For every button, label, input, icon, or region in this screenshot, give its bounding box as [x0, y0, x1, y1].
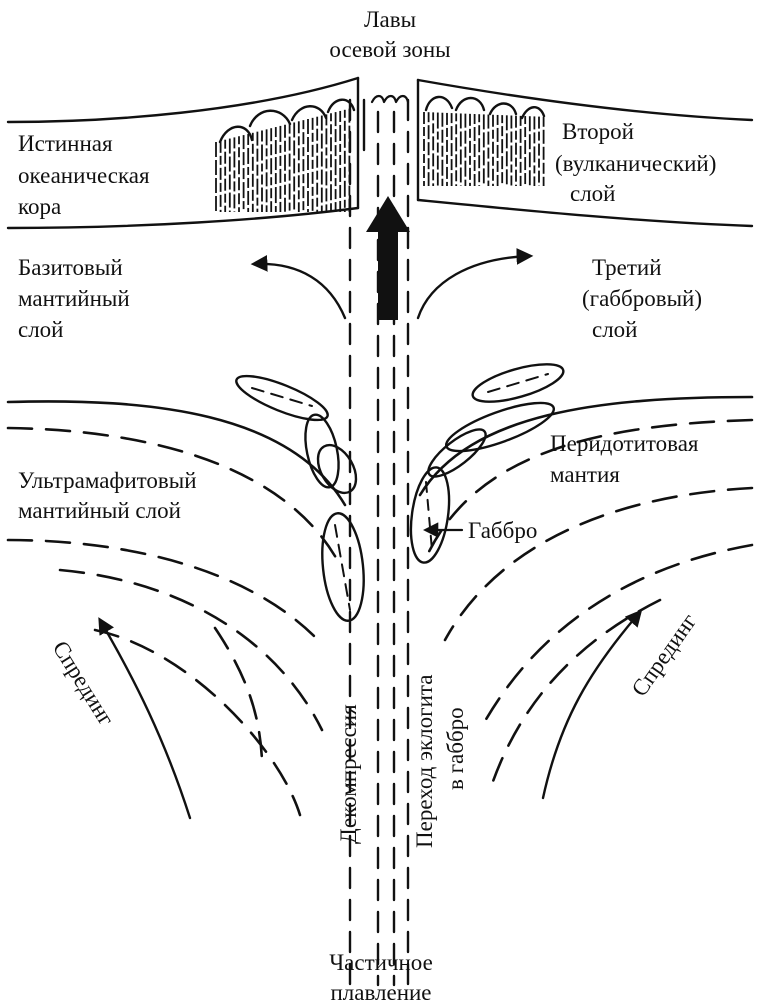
label-true-oceanic-crust: Истинная океаническая кора [18, 131, 150, 219]
svg-text:Переход эклогита: Переход эклогита [412, 675, 437, 848]
svg-text:плавление: плавление [330, 980, 431, 1005]
label-basite-layer: Базитовый мантийный слой [18, 255, 130, 342]
svg-text:Ультрамафитовый: Ультрамафитовый [18, 468, 197, 493]
svg-text:в габбро: в габбро [443, 707, 468, 790]
label-ultramafic-layer: Ультрамафитовый мантийный слой [18, 468, 197, 523]
svg-text:Базитовый: Базитовый [18, 255, 123, 280]
pillow-lavas-left [220, 100, 354, 142]
gabbro-lenses-left [232, 368, 369, 623]
svg-text:осевой зоны: осевой зоны [329, 37, 450, 62]
label-decompression: Декомпрессия [336, 704, 361, 844]
axial-lava-squiggle [372, 96, 408, 102]
svg-text:кора: кора [18, 194, 61, 219]
svg-text:слой: слой [18, 317, 64, 342]
divergence-arrow-left [254, 264, 345, 318]
svg-text:Перидотитовая: Перидотитовая [550, 431, 699, 456]
spreading-arrow-right [543, 612, 640, 798]
label-peridotite-mantle: Перидотитовая мантия [550, 431, 699, 487]
svg-text:Лавы: Лавы [364, 7, 416, 32]
label-spreading-left: Спрединг [48, 636, 119, 730]
svg-text:слой: слой [592, 317, 638, 342]
svg-text:Истинная: Истинная [18, 131, 113, 156]
svg-text:мантия: мантия [550, 462, 620, 487]
label-third-layer: Третий (габбровый) слой [582, 255, 702, 342]
sheeted-dikes-left [216, 109, 349, 212]
svg-text:(вулканический): (вулканический) [555, 151, 716, 176]
svg-text:мантийный слой: мантийный слой [18, 498, 181, 523]
svg-text:слой: слой [570, 181, 616, 206]
label-partial-melting: Частичное плавление [329, 950, 433, 1005]
pillow-lavas-right [426, 97, 544, 118]
svg-text:Третий: Третий [592, 255, 662, 280]
svg-text:мантийный: мантийный [18, 286, 130, 311]
label-axial-lavas: Лавы осевой зоны [329, 7, 450, 62]
svg-text:океаническая: океаническая [18, 163, 150, 188]
label-gabbro: Габбро [468, 518, 537, 543]
label-spreading-right: Спрединг [627, 609, 702, 701]
sheeted-dikes-right [424, 112, 544, 186]
divergence-arrow-right [418, 256, 530, 318]
label-second-layer: Второй (вулканический) слой [555, 119, 716, 206]
svg-text:(габбровый): (габбровый) [582, 286, 702, 311]
svg-text:Частичное: Частичное [329, 950, 433, 975]
upwelling-arrow [366, 196, 410, 320]
svg-text:Второй: Второй [562, 119, 634, 144]
label-eclogite-transition: Переход эклогита в габбро [412, 675, 468, 848]
